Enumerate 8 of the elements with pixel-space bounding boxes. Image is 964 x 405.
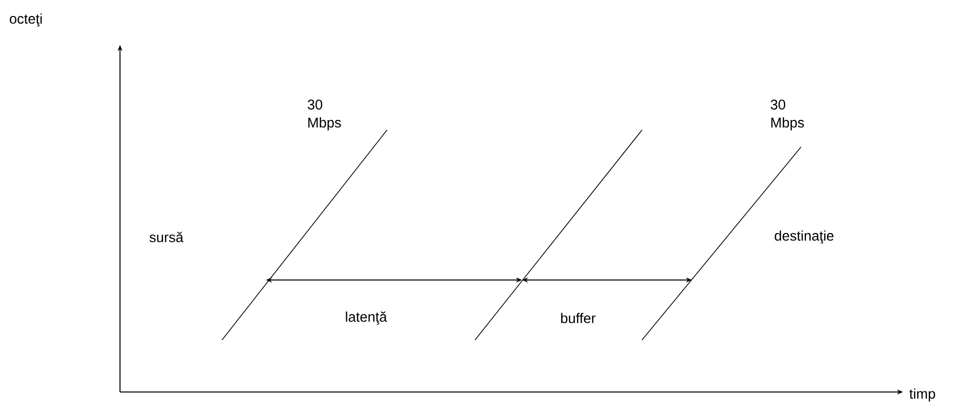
rate-label: 30 Mbps	[770, 100, 804, 130]
dimension-label: latenţă	[346, 311, 388, 325]
side-label: sursă	[150, 232, 184, 242]
rate-label: 30 Mbps	[308, 100, 341, 130]
axis-label: timp	[909, 388, 936, 402]
dimension-label: buffer	[561, 312, 596, 324]
axis-label: octeţi	[10, 13, 42, 27]
side-label: destinaţie	[774, 230, 834, 244]
